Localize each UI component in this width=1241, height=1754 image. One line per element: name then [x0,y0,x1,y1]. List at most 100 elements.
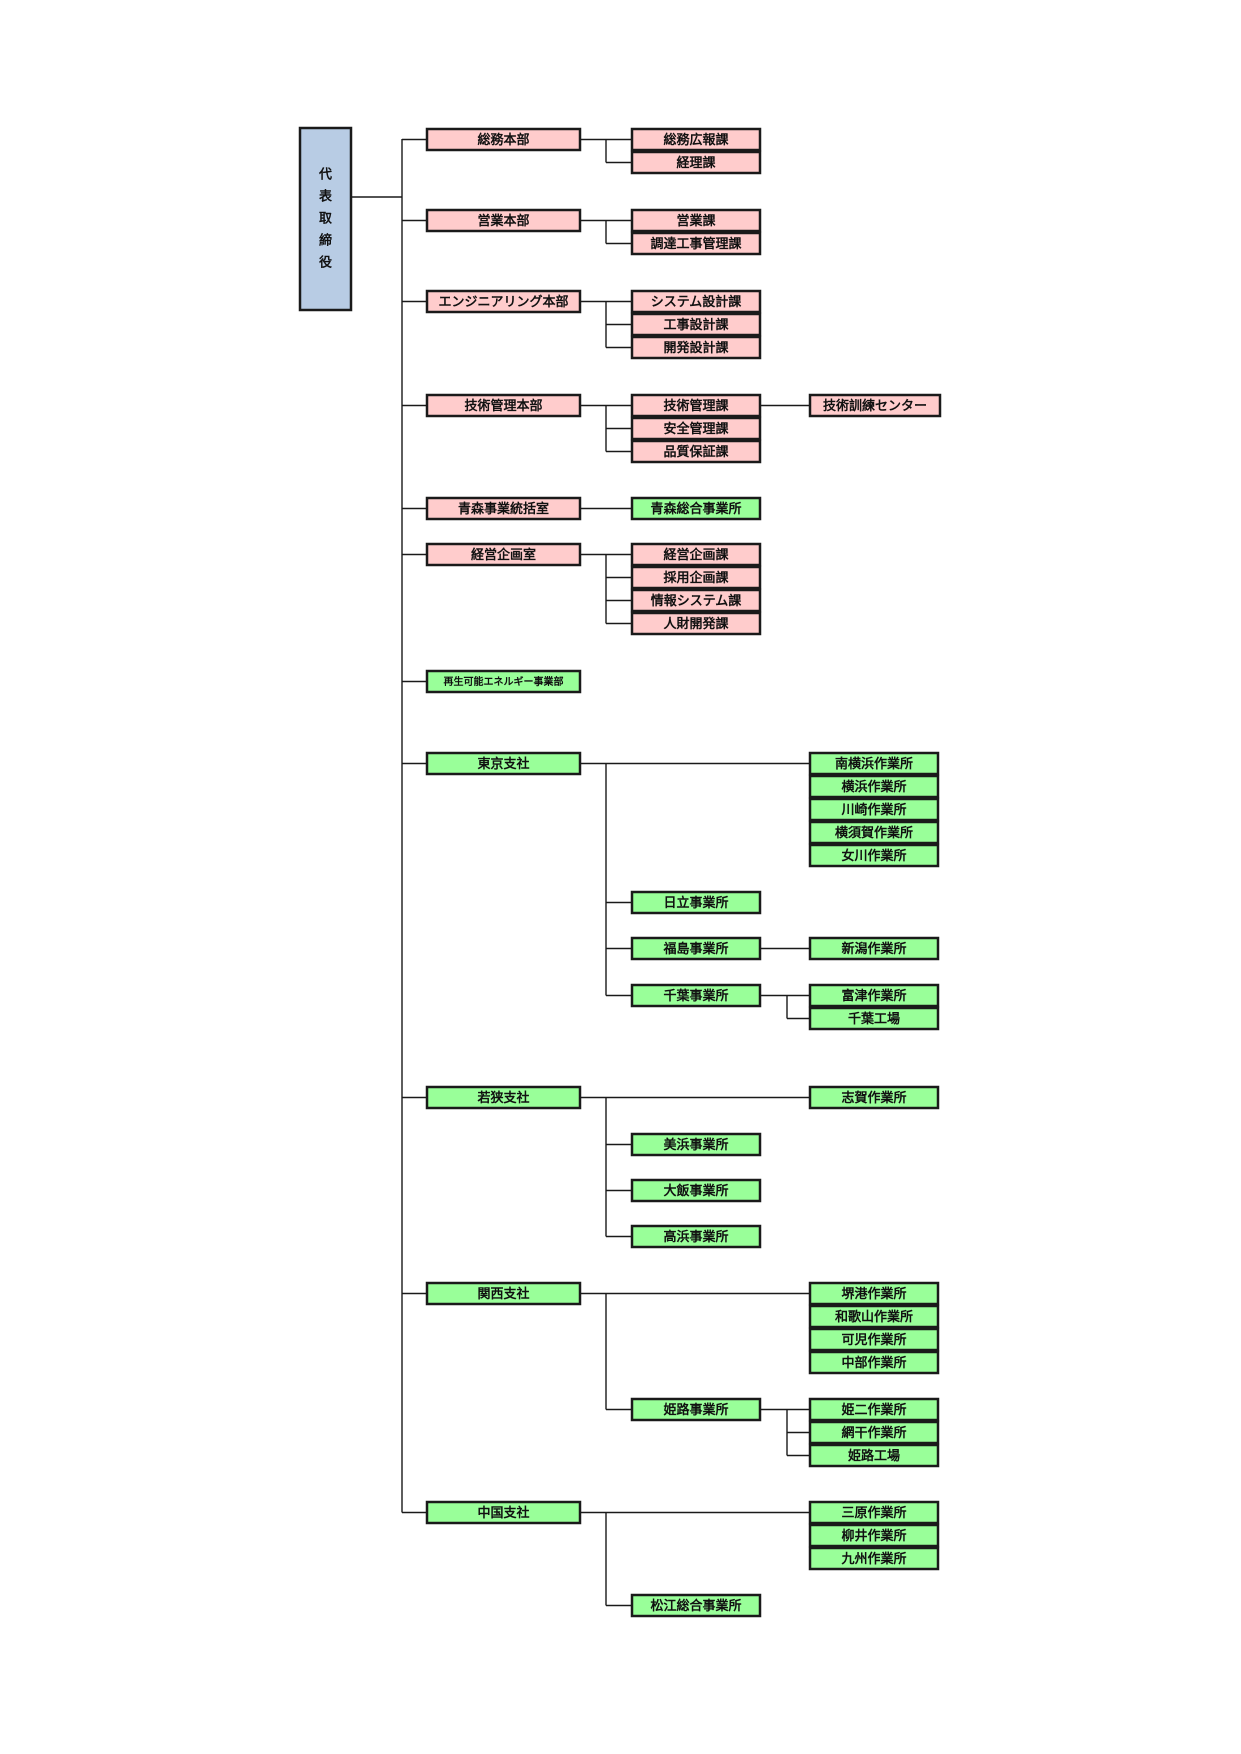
section-box-box [630,150,762,175]
connector-lines [351,138,810,1607]
site-box-label: 新潟作業所 [841,941,906,957]
section-box: 開発設計課 [630,335,762,360]
section-box-label: 工事設計課 [663,317,729,333]
site-box-label: 三原作業所 [841,1505,906,1521]
division-box-box [425,1281,582,1306]
office-box: 日立事業所 [630,890,762,915]
site-box-label: 姫二作業所 [841,1402,906,1418]
site-box: 網干作業所 [808,1420,940,1445]
section-box-label: 総務広報課 [663,132,729,148]
division-box-label: 経営企画室 [471,547,536,563]
site-box: 富津作業所 [808,983,940,1008]
site-box-label: 九州作業所 [840,1551,906,1567]
site-box: 横浜作業所 [808,774,940,799]
site-box-label: 横浜作業所 [841,779,906,795]
division-box-box [425,1085,582,1110]
division-box-label: 青森事業統括室 [458,501,549,517]
division-box-box [425,669,582,694]
division-box-box [425,542,582,567]
office-box-box [630,1397,762,1422]
site-box-label: 南横浜作業所 [835,756,913,772]
section-box-label: 品質保証課 [663,444,729,460]
section-box-box [630,208,762,233]
office-box-box [630,890,762,915]
office-box-label: 日立事業所 [663,895,728,911]
site-box: 三原作業所 [808,1500,940,1525]
center-box-label: 技術訓練センター [823,398,927,414]
site-box: 横須賀作業所 [808,820,940,845]
office-box-box [630,983,762,1008]
site-box-label: 柳井作業所 [841,1528,906,1544]
division-box: 東京支社 [425,751,582,776]
representative-director-char: 表 [318,189,333,205]
site-box: 姫路工場 [808,1443,940,1468]
site-box: 柳井作業所 [808,1523,940,1548]
site-box-box [808,1443,940,1468]
site-box-label: 姫路工場 [848,1448,900,1464]
representative-director-char: 代 [318,167,332,183]
site-box: 千葉工場 [808,1006,940,1031]
section-box-box [630,611,762,636]
division-box-label: 再生可能エネルギー事業部 [444,675,564,688]
site-box-label: 女川作業所 [841,848,906,864]
section-box-box [630,335,762,360]
section-box-label: 技術管理課 [663,398,729,414]
site-box: 女川作業所 [808,843,940,868]
site-box-box [808,1523,940,1548]
division-box: 中国支社 [425,1500,582,1525]
section-box-label: 調達工事管理課 [650,236,742,252]
site-box-box [808,1281,940,1306]
section-box: 経営企画課 [630,542,762,567]
office-box: 姫路事業所 [630,1397,762,1422]
office-box-label: 千葉事業所 [663,988,728,1004]
section-box: 技術管理課 [630,393,762,418]
section-box-label: 開発設計課 [663,340,729,356]
division-box-box [425,751,582,776]
site-box: 姫二作業所 [808,1397,940,1422]
section-box: 営業課 [630,208,762,233]
section-box-label: 経理課 [676,155,716,171]
division-box-box [425,127,582,152]
section-box-label: 営業課 [676,213,716,229]
site-box: 新潟作業所 [808,936,940,961]
office-box-box [630,1132,762,1157]
site-box-box [808,1500,940,1525]
site-box-box [808,1304,940,1329]
site-box: 堺港作業所 [808,1281,940,1306]
site-box-label: 志賀作業所 [841,1090,906,1106]
site-box-box [808,1327,940,1352]
division-box: 若狭支社 [425,1085,582,1110]
division-box-box [425,393,582,418]
division-box-label: 技術管理本部 [464,398,542,414]
section-box: システム設計課 [630,289,762,314]
section-box: 品質保証課 [630,439,762,464]
section-box-box [630,231,762,256]
site-box-box [808,1420,940,1445]
site-box-box [808,1350,940,1375]
site-box-label: 和歌山作業所 [835,1309,913,1325]
office-box: 松江総合事業所 [630,1593,762,1618]
office-box-label: 高浜事業所 [663,1229,728,1245]
site-box-label: 川崎作業所 [840,802,906,818]
division-box: 青森事業統括室 [425,496,582,521]
representative-director-char: 締 [319,233,332,249]
section-box-label: 採用企画課 [663,570,729,586]
site-box-label: 富津作業所 [841,988,906,1004]
site-box: 川崎作業所 [808,797,940,822]
division-box-box [425,208,582,233]
site-box: 南横浜作業所 [808,751,940,776]
site-box: 九州作業所 [808,1546,940,1571]
division-box: 総務本部 [425,127,582,152]
division-box: 技術管理本部 [425,393,582,418]
office-box: 高浜事業所 [630,1224,762,1249]
division-box-box [425,289,582,314]
division-box: 関西支社 [425,1281,582,1306]
office-box: 大飯事業所 [630,1178,762,1203]
division-box-label: 営業本部 [477,213,529,229]
site-box: 可児作業所 [808,1327,940,1352]
division-box-label: 総務本部 [477,132,529,148]
site-box-label: 千葉工場 [848,1011,900,1027]
division-box: 経営企画室 [425,542,582,567]
